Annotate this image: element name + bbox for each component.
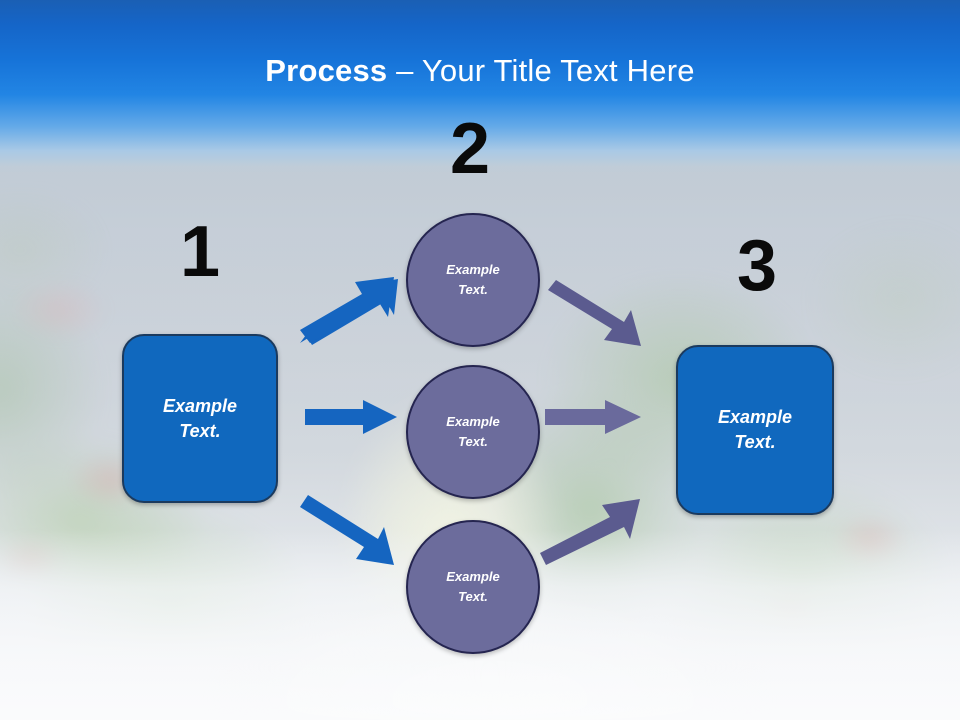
arrow-start-to-top [300, 277, 398, 345]
process-node-end-line1: Example [717, 407, 793, 427]
process-node-end-line2: Text. [734, 432, 776, 452]
step-number-2: 2 [449, 109, 491, 189]
process-node-mid-middle-line2: Text. [458, 434, 488, 449]
page-title-bold: Process [265, 53, 388, 88]
arrow-bottom-to-end [540, 499, 640, 565]
process-node-mid-bottom-line1: Example [446, 569, 500, 584]
process-node-mid-bottom-label: Example Text. [446, 567, 499, 607]
process-node-mid-top-line1: Example [446, 262, 500, 277]
process-node-mid-middle-label: Example Text. [446, 412, 499, 452]
process-node-start[interactable]: Example Text. [122, 334, 278, 503]
step-number-3: 3 [736, 226, 778, 306]
arrow-start-to-middle [305, 400, 397, 434]
process-node-mid-middle[interactable]: Example Text. [406, 365, 540, 499]
process-node-mid-bottom-line2: Text. [458, 589, 488, 604]
process-node-mid-top-line2: Text. [458, 282, 488, 297]
title-band [0, 0, 960, 175]
process-node-mid-middle-line1: Example [446, 414, 500, 429]
page-title-separator: – [387, 53, 422, 88]
arrow-start-to-bottom [300, 495, 394, 565]
process-node-mid-top[interactable]: Example Text. [406, 213, 540, 347]
process-node-mid-top-label: Example Text. [446, 260, 499, 300]
process-node-start-line1: Example [162, 395, 238, 416]
process-node-end[interactable]: Example Text. [676, 345, 834, 515]
process-node-mid-bottom[interactable]: Example Text. [406, 520, 540, 654]
page-title: Process – Your Title Text Here [0, 52, 960, 90]
arrow-middle-to-end [545, 400, 641, 434]
process-node-start-line2: Text. [179, 420, 221, 441]
process-node-start-label: Example Text. [163, 394, 237, 444]
process-node-end-label: Example Text. [718, 405, 792, 455]
page-title-regular: Your Title Text Here [421, 53, 695, 88]
arrow-top-to-end [548, 280, 641, 346]
step-number-1: 1 [179, 212, 221, 292]
